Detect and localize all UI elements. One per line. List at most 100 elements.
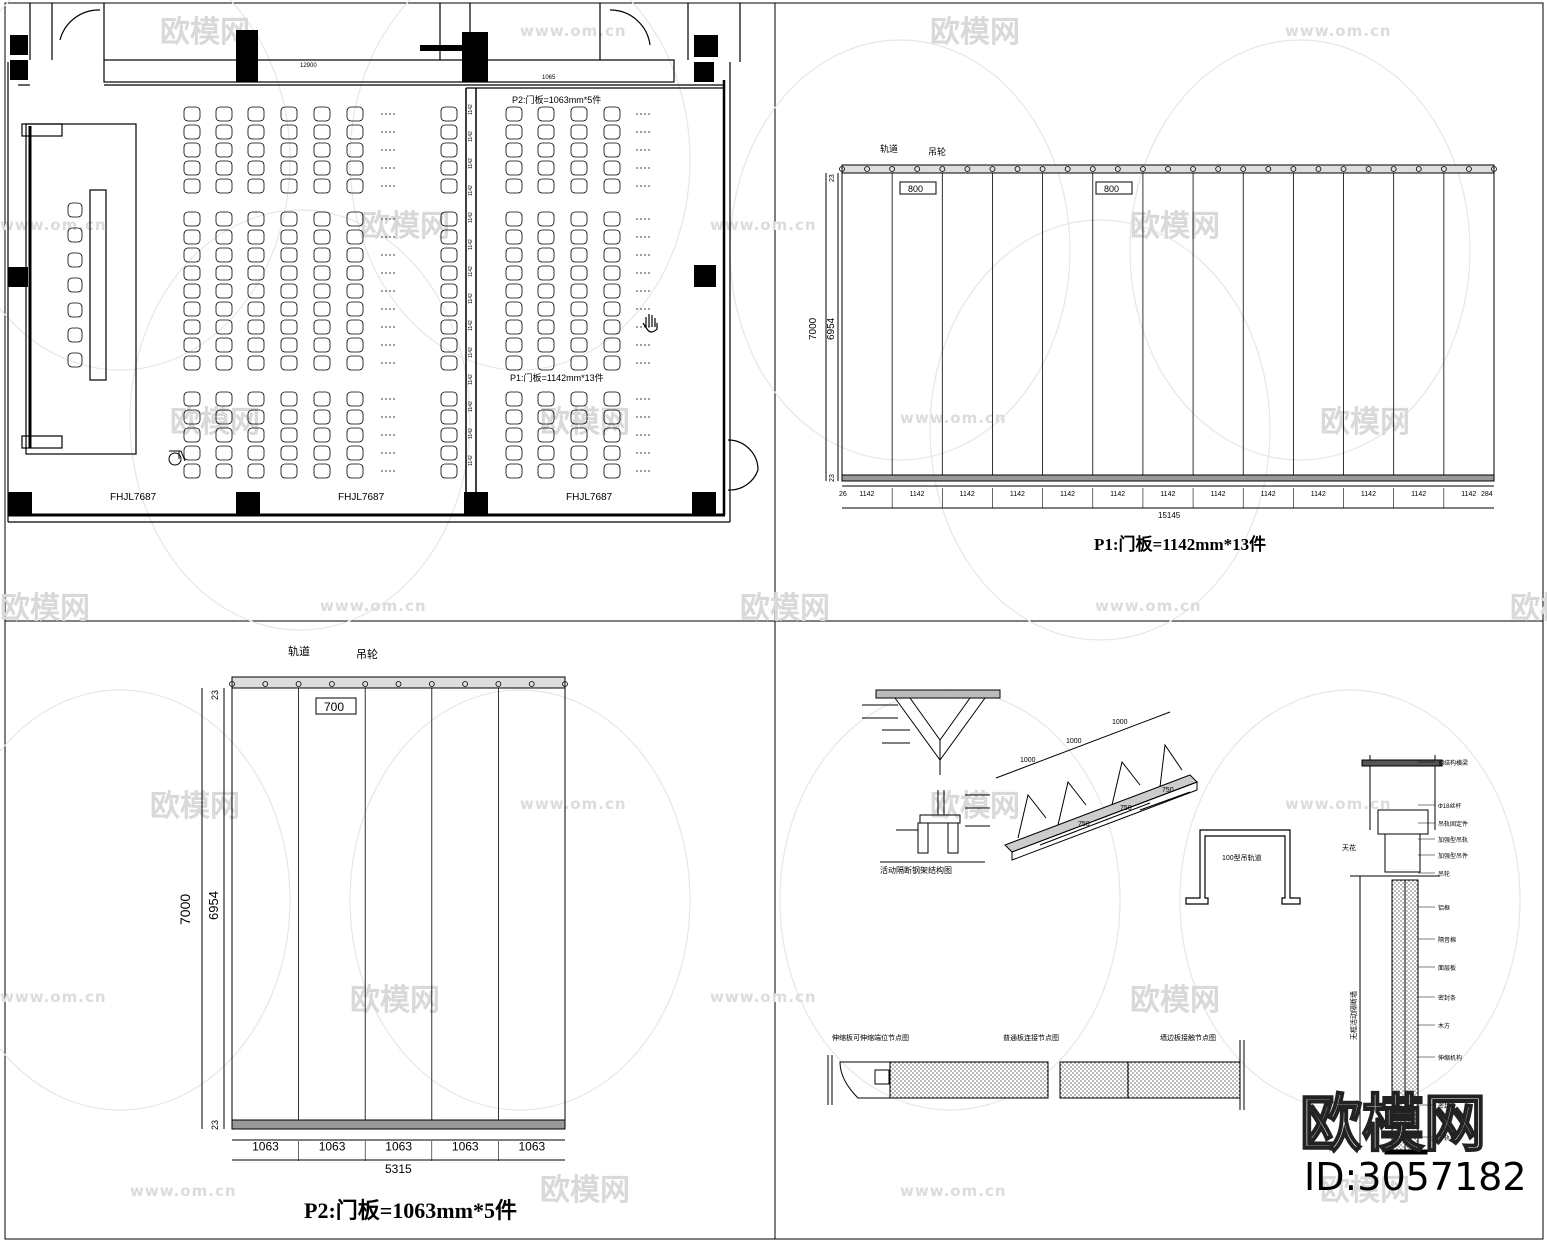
- seat: [183, 178, 201, 194]
- seat: [346, 445, 364, 461]
- seat: [280, 265, 298, 281]
- hanging-wheel: [1340, 166, 1347, 172]
- seat: [183, 124, 201, 140]
- seat: [505, 409, 523, 425]
- panel-width: 1142: [1361, 491, 1376, 498]
- seat: [537, 355, 555, 371]
- p1-wheel-label: 吊轮: [928, 146, 946, 157]
- seat: [346, 463, 364, 479]
- p2-height-total: 7000: [177, 894, 193, 925]
- hanging-wheel: [1114, 166, 1121, 172]
- seat: [440, 427, 458, 443]
- seat: [247, 106, 265, 122]
- seat: [537, 160, 555, 176]
- seat: [505, 160, 523, 176]
- watermark-brand: 欧模网: [540, 1173, 630, 1208]
- seat: [280, 355, 298, 371]
- seat: [215, 142, 233, 158]
- seat: [603, 229, 621, 245]
- seat: [603, 319, 621, 335]
- brand-id: ID:3057182: [1304, 1155, 1527, 1199]
- hand-icon: [642, 314, 658, 333]
- p2-track-label: 轨道: [288, 644, 310, 658]
- seat: [313, 319, 331, 335]
- seat: [183, 463, 201, 479]
- seat: [215, 301, 233, 317]
- hanging-wheel: [1365, 166, 1372, 172]
- seat: [505, 337, 523, 353]
- seat: [280, 463, 298, 479]
- seat: [215, 427, 233, 443]
- rail-profile: [1185, 829, 1301, 905]
- seat: [440, 124, 458, 140]
- height-label: 无框活动隔断墙: [1349, 991, 1358, 1040]
- section-label: 铝框: [1438, 904, 1450, 912]
- plan-side-dim: 1142: [468, 185, 474, 196]
- seat: [247, 229, 265, 245]
- seat: [346, 178, 364, 194]
- seat: [346, 229, 364, 245]
- seat: [247, 337, 265, 353]
- panel-width: 1142: [1411, 491, 1426, 498]
- seat: [183, 355, 201, 371]
- plan-side-dim: 1142: [468, 374, 474, 385]
- seat: [313, 106, 331, 122]
- vertical-section: [1350, 755, 1443, 1155]
- watermark-url: www.om.cn: [0, 988, 107, 1006]
- seat: [537, 391, 555, 407]
- watermark-url: www.om.cn: [130, 1182, 237, 1200]
- section-label: 面层板: [1438, 964, 1456, 972]
- plan-side-dim: 1142: [468, 131, 474, 142]
- section-label: 木方: [1438, 1022, 1450, 1030]
- seat: [313, 283, 331, 299]
- seat: [346, 106, 364, 122]
- seat: [603, 391, 621, 407]
- hanging-wheel: [295, 681, 302, 687]
- seat: [215, 160, 233, 176]
- hanging-wheel: [1140, 166, 1146, 172]
- seat: [537, 178, 555, 194]
- seat: [603, 265, 621, 281]
- seat: [570, 265, 588, 281]
- seat: [346, 355, 364, 371]
- hanging-wheel: [1290, 166, 1297, 172]
- p2-hanging-wheels: [229, 681, 568, 687]
- seat: [603, 142, 621, 158]
- seat: [440, 445, 458, 461]
- seat: [537, 409, 555, 425]
- hanging-wheel: [1190, 166, 1196, 172]
- watermark-brand: 欧模网: [0, 591, 90, 626]
- seat: [280, 229, 298, 245]
- seat: [247, 142, 265, 158]
- steel-frame-title: 活动隔断钢架结构图: [880, 865, 952, 875]
- seat: [570, 355, 588, 371]
- watermark-url: www.om.cn: [710, 988, 817, 1006]
- watermark-url: www.om.cn: [520, 22, 627, 40]
- seat: [505, 247, 523, 263]
- seat: [183, 319, 201, 335]
- plan-side-dim: 1142: [468, 104, 474, 115]
- hanging-wheel: [1440, 166, 1447, 172]
- hanging-wheel: [1466, 166, 1472, 172]
- seat: [215, 211, 233, 227]
- plan-side-dim: 1142: [468, 239, 474, 250]
- hanging-wheel: [1215, 166, 1222, 172]
- seat: [280, 160, 298, 176]
- seat: [603, 337, 621, 353]
- seat: [280, 337, 298, 353]
- plan-dim-top-b: 1065: [542, 75, 556, 81]
- seat: [313, 337, 331, 353]
- seat: [247, 211, 265, 227]
- panel-width: 1063: [319, 1140, 346, 1154]
- seat: [505, 301, 523, 317]
- hanging-wheel: [1064, 166, 1071, 172]
- watermark-brand: 欧模网: [360, 209, 450, 244]
- hanging-wheel: [395, 681, 402, 687]
- seat: [440, 160, 458, 176]
- hanging-wheel: [528, 681, 535, 687]
- wheelchair-icon: [168, 450, 186, 466]
- plan-side-dim: 1142: [468, 212, 474, 223]
- watermark-url: www.om.cn: [1285, 795, 1392, 813]
- panel-width: 1142: [910, 491, 925, 498]
